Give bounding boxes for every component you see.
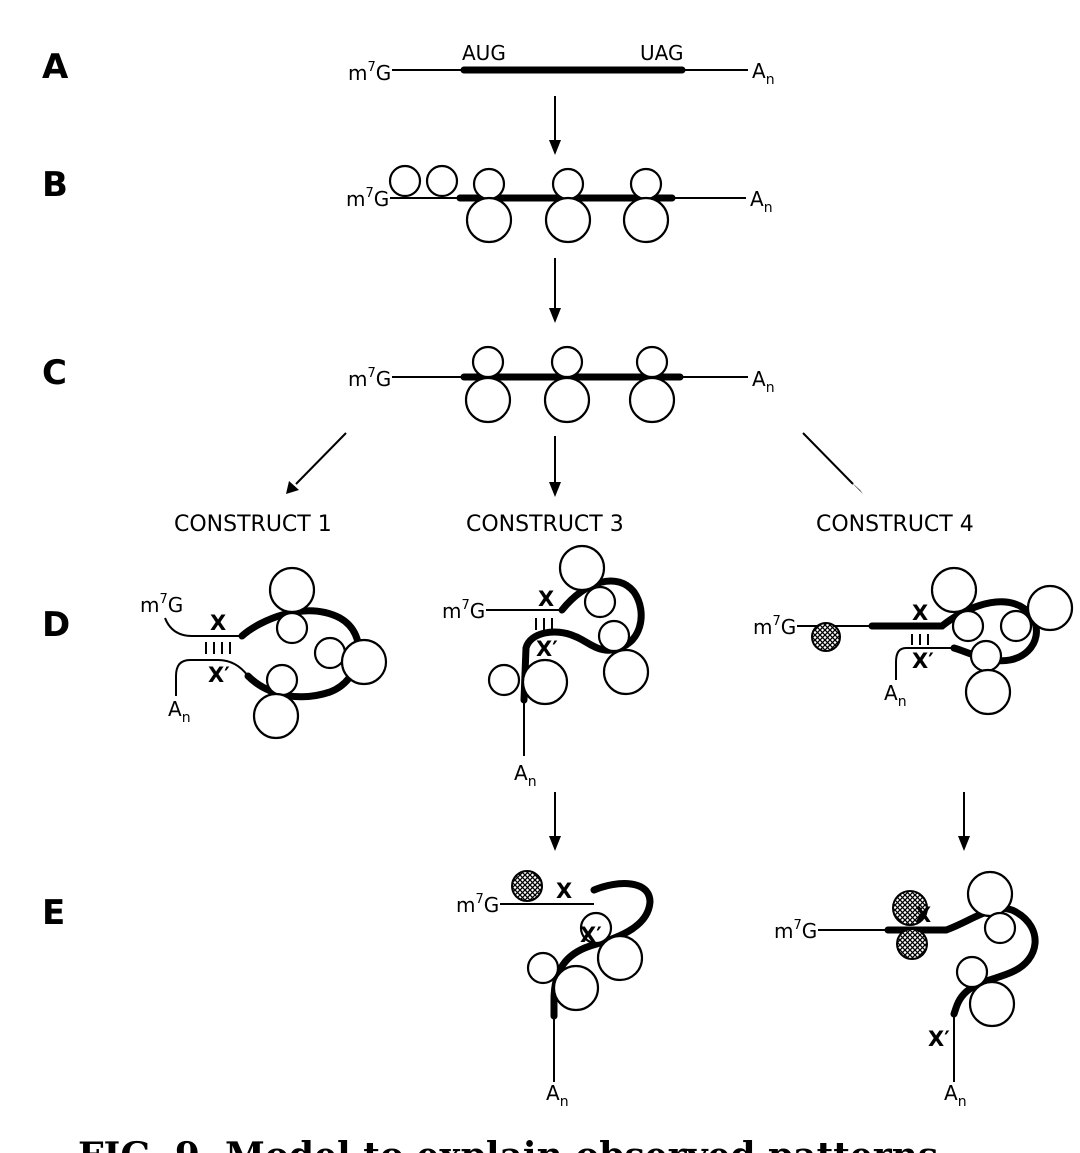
- arrow-right-icon: [802, 432, 863, 494]
- svg-text:An: An: [884, 681, 907, 710]
- construct-3-result: m7G X X′ An: [456, 870, 654, 1110]
- initiation-factor-icon: [811, 622, 841, 652]
- construct-1-title: CONSTRUCT 1: [174, 512, 332, 537]
- svg-text:An: An: [752, 59, 775, 88]
- row-label-a: A: [42, 47, 69, 87]
- svg-text:X: X: [915, 903, 931, 927]
- arrow-down-icon: [958, 792, 970, 851]
- base-pairing: [535, 618, 553, 630]
- svg-text:An: An: [514, 761, 537, 790]
- svg-text:X′: X′: [580, 923, 602, 947]
- svg-text:X′: X′: [912, 649, 934, 673]
- svg-text:An: An: [168, 697, 191, 726]
- svg-text:An: An: [546, 1081, 569, 1110]
- svg-text:m7G: m7G: [442, 598, 485, 623]
- row-b-mrna: m7G An: [346, 164, 773, 244]
- svg-text:An: An: [750, 187, 773, 216]
- svg-text:m7G: m7G: [753, 614, 796, 639]
- row-label-b: B: [42, 165, 68, 205]
- arrow-down-icon: [549, 436, 561, 497]
- svg-text:X: X: [556, 879, 572, 903]
- svg-text:m7G: m7G: [346, 186, 389, 211]
- large-subunit: [465, 196, 513, 244]
- large-subunit: [544, 196, 592, 244]
- construct-1-loop: m7G X X′ An: [140, 566, 388, 740]
- svg-text:X: X: [538, 587, 554, 611]
- row-label-e: E: [42, 893, 65, 933]
- construct-3-loop: m7G X X′ An: [442, 544, 650, 790]
- small-subunit: [388, 164, 422, 198]
- svg-text:m7G: m7G: [456, 892, 499, 917]
- svg-text:X: X: [210, 611, 226, 635]
- base-pairing: [911, 634, 929, 645]
- construct-4-title: CONSTRUCT 4: [816, 512, 974, 537]
- svg-text:m7G: m7G: [348, 60, 391, 85]
- svg-text:m7G: m7G: [140, 592, 183, 617]
- row-label-c: C: [42, 353, 67, 393]
- initiation-factor-icon: [896, 928, 928, 960]
- svg-text:X: X: [912, 601, 928, 625]
- construct-4-result: m7G X X′ An: [774, 870, 1039, 1110]
- stop-codon-label: UAG: [640, 41, 683, 65]
- figure-caption: FIG. 9. Model to explain observed patter…: [78, 1135, 938, 1153]
- large-subunit: [622, 196, 670, 244]
- construct-3-title: CONSTRUCT 3: [466, 512, 624, 537]
- small-subunit: [629, 167, 663, 201]
- small-subunit: [551, 167, 585, 201]
- row-label-d: D: [42, 605, 70, 645]
- arrow-left-icon: [286, 432, 347, 494]
- initiation-factor-icon: [892, 890, 928, 926]
- base-pairing: [205, 642, 231, 654]
- arrow-down-icon: [549, 96, 561, 155]
- small-subunit: [472, 167, 506, 201]
- initiation-factor-icon: [511, 870, 543, 902]
- small-subunit: [425, 164, 459, 198]
- row-a-mrna: m7G AUG UAG An: [348, 41, 775, 88]
- arrow-down-icon: [549, 258, 561, 323]
- start-codon-label: AUG: [462, 41, 506, 65]
- svg-text:m7G: m7G: [774, 918, 817, 943]
- svg-text:X′: X′: [928, 1027, 950, 1051]
- svg-text:m7G: m7G: [348, 366, 391, 391]
- arrow-down-icon: [549, 792, 561, 851]
- svg-text:An: An: [752, 367, 775, 396]
- svg-text:X′: X′: [536, 637, 558, 661]
- row-c-mrna: m7G An: [348, 345, 775, 424]
- construct-4-loop: m7G X X′ An: [753, 566, 1074, 716]
- svg-text:An: An: [944, 1081, 967, 1110]
- svg-text:X′: X′: [208, 663, 230, 687]
